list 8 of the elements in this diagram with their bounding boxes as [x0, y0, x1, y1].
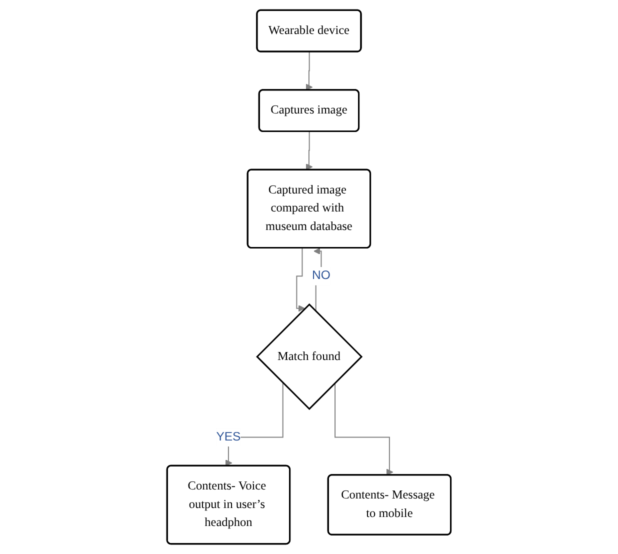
arrow [314, 248, 322, 312]
arrow [334, 382, 394, 476]
arrow [296, 248, 306, 312]
edge-label: YES [216, 430, 241, 444]
edge-label: NO [312, 269, 330, 282]
arrow [306, 51, 313, 91]
node-diamond: Match found [256, 303, 363, 410]
arrow [306, 131, 313, 170]
